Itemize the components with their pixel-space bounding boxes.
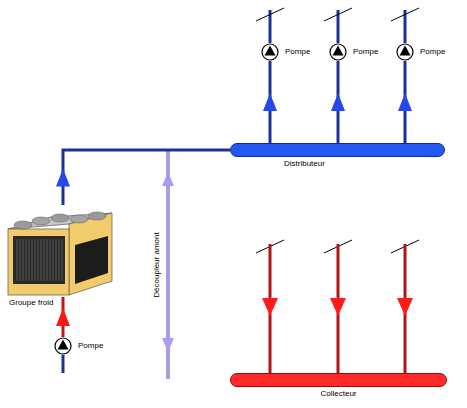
pipe-connector — [63, 150, 230, 205]
flow-arrow — [162, 172, 174, 186]
band-label: Distributeur — [284, 159, 325, 169]
flow-arrow — [56, 169, 70, 187]
flow-arrow — [263, 93, 277, 111]
header-band: Distributeur — [230, 143, 445, 171]
chiller-illustration — [5, 205, 115, 297]
flow-arrow — [162, 338, 174, 352]
return-pipes — [270, 244, 405, 373]
pump-label: Pompe — [420, 47, 445, 57]
equipment-label: Groupe froid — [9, 298, 53, 308]
chiller-node: Groupe froid — [5, 205, 115, 309]
pipe-connector — [62, 355, 65, 373]
header-band: Collecteur — [230, 373, 447, 401]
flow-arrows — [262, 298, 413, 316]
pump-symbol — [396, 43, 414, 61]
pipe-label: Découpleur amont — [152, 232, 162, 297]
flow-arrow — [331, 93, 345, 111]
pump-node: Pompe — [329, 43, 347, 61]
manifold-pipe — [230, 373, 447, 387]
pump-label: Pompe — [78, 341, 103, 351]
pump-symbol — [54, 337, 72, 355]
pump-node: Pompe — [261, 43, 279, 61]
flow-arrow — [398, 93, 412, 111]
pump-symbol — [329, 43, 347, 61]
manifold-pipe — [230, 143, 445, 157]
pump-node: Pompe — [396, 43, 414, 61]
cut-marks — [256, 8, 419, 253]
pump-label: Pompe — [353, 47, 378, 57]
pump-label: Pompe — [285, 47, 310, 57]
pump-symbol — [261, 43, 279, 61]
band-label: Collecteur — [320, 389, 356, 399]
flow-arrow — [56, 308, 70, 326]
pump-node: Pompe — [54, 337, 72, 355]
